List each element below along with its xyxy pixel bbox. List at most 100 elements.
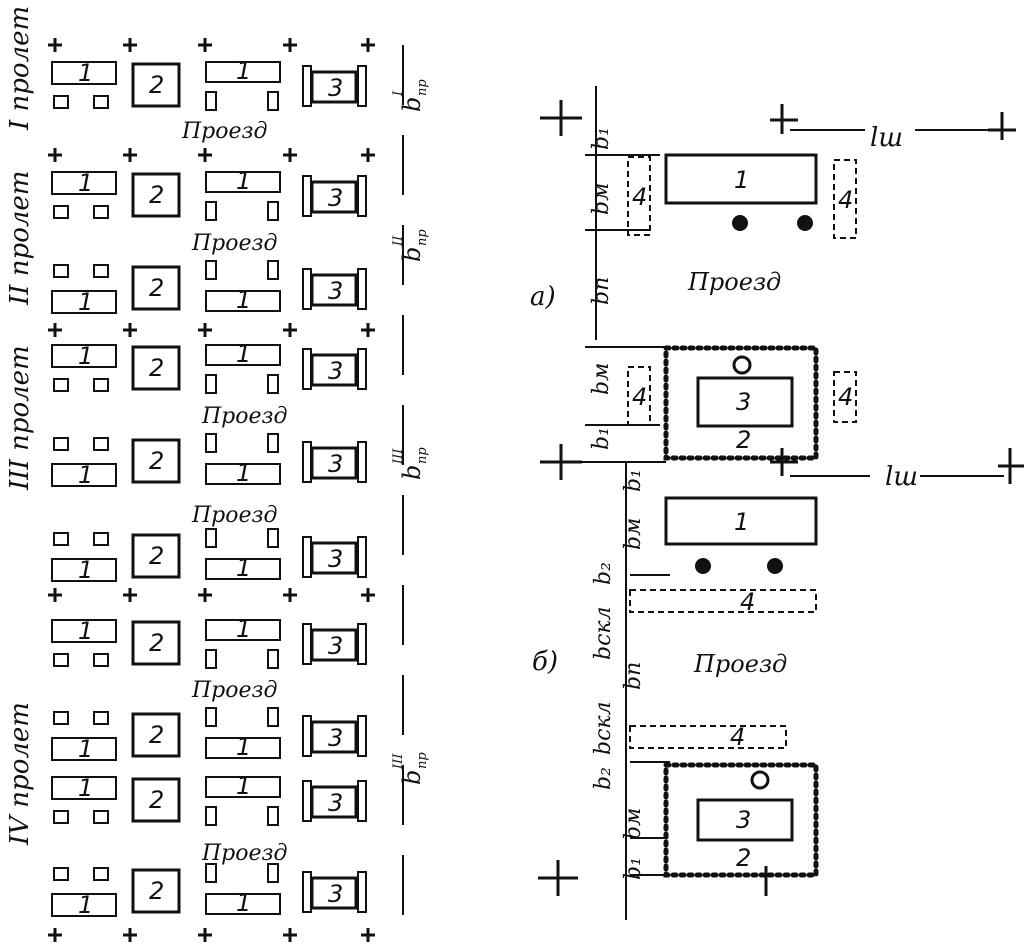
cross-a2 [770,104,798,134]
machine-1-long [205,171,281,193]
machine-1-long [205,344,281,366]
cross-a6 [998,448,1024,484]
cross-mark [48,323,62,337]
bay-label-1: b пр I [391,79,430,112]
box-2 [131,533,181,579]
machine-1 [51,893,117,917]
machine-1-label: 1 [78,59,93,87]
machine-1-long [205,619,281,641]
cross-mark [123,928,137,942]
svg-text:4: 4 [838,383,853,411]
machine-1-label: 1 [78,891,93,919]
box-2-a [663,345,819,461]
cross-mark [198,148,212,162]
wheel-icon [695,558,711,574]
workpiece-3 [310,541,358,575]
box-2-label: 2 [149,877,164,905]
support-icon [93,653,109,667]
cross-mark [48,38,62,52]
dim-bm-a: bм [589,183,614,215]
support-icon [205,260,217,280]
cross-mark [48,928,62,942]
support-icon [93,867,109,881]
cross-mark [198,588,212,602]
svg-text:4: 4 [632,383,647,411]
cross-mark [48,148,62,162]
svg-text:4: 4 [838,186,853,214]
box-2 [131,712,181,758]
box-2 [131,438,181,484]
clamp-right [357,623,367,665]
svg-text:2: 2 [736,426,751,454]
workpiece-3-label: 3 [328,450,343,478]
workpiece-3-label: 3 [328,880,343,908]
box-2-b [663,762,819,878]
clamp-left [302,536,312,578]
cross-a3 [988,112,1016,140]
machine-1-long [205,558,281,580]
workpiece-3-label: 3 [328,184,343,212]
workpiece-3 [310,785,358,819]
machine-1-label: 1 [78,556,93,584]
zone-4-left-a [627,156,651,236]
span-label-3: III пролет [5,345,35,491]
clamp-left [302,441,312,483]
box-2 [131,62,181,108]
span-label-2: II пролет [5,171,35,306]
support-icon [205,528,217,548]
machine-1 [51,61,117,85]
cross-mark [283,323,297,337]
clamp-right [357,871,367,913]
svg-text:пр: пр [415,79,430,96]
bay-label-3: b пр III [391,447,430,480]
passage-label-6: Проезд [201,841,288,866]
dim-bp-a: bп [589,277,614,305]
cross-mark [123,148,137,162]
svg-text:3: 3 [736,806,751,834]
support-icon [267,528,279,548]
support-icon [93,711,109,725]
svg-text:b: b [398,247,426,262]
support-icon [93,378,109,392]
dim-bm-b: bм [621,518,646,550]
cross-mark [198,928,212,942]
zone-4-b1 [629,589,817,613]
svg-text:пр: пр [415,447,430,464]
clamp-left [302,65,312,107]
cross-a4 [540,444,582,480]
passage-label-2: Проезд [191,231,278,256]
clamp-left [302,623,312,665]
svg-text:1: 1 [236,286,251,314]
svg-text:1: 1 [236,167,251,195]
support-icon [53,653,69,667]
wheel-icon [750,770,770,790]
svg-text:1: 1 [236,772,251,800]
machine-1 [51,776,117,800]
passage-label-3: Проезд [201,404,288,429]
dim-b2-b: b₂ [591,562,616,585]
support-icon [53,810,69,824]
support-icon [205,863,217,883]
machine-1-long [205,776,281,798]
dim-bskl-b: bскл [591,606,616,660]
dim-b1-a: b₁ [589,127,614,150]
svg-text:III: III [391,448,406,465]
wheel-icon [732,215,748,231]
cross-mark [361,148,375,162]
svg-text:4: 4 [730,723,745,751]
cross-mark [361,323,375,337]
clamp-right [357,441,367,483]
machine-1-long [205,737,281,759]
case-a-label: а) [530,282,556,312]
zone-4-b2 [629,725,787,749]
workpiece-3 [310,628,358,662]
support-icon [267,91,279,111]
box-2-label: 2 [149,786,164,814]
clamp-left [302,780,312,822]
cross-mark [123,323,137,337]
box-2 [131,777,181,823]
clamp-right [357,348,367,390]
cross-mark [198,38,212,52]
